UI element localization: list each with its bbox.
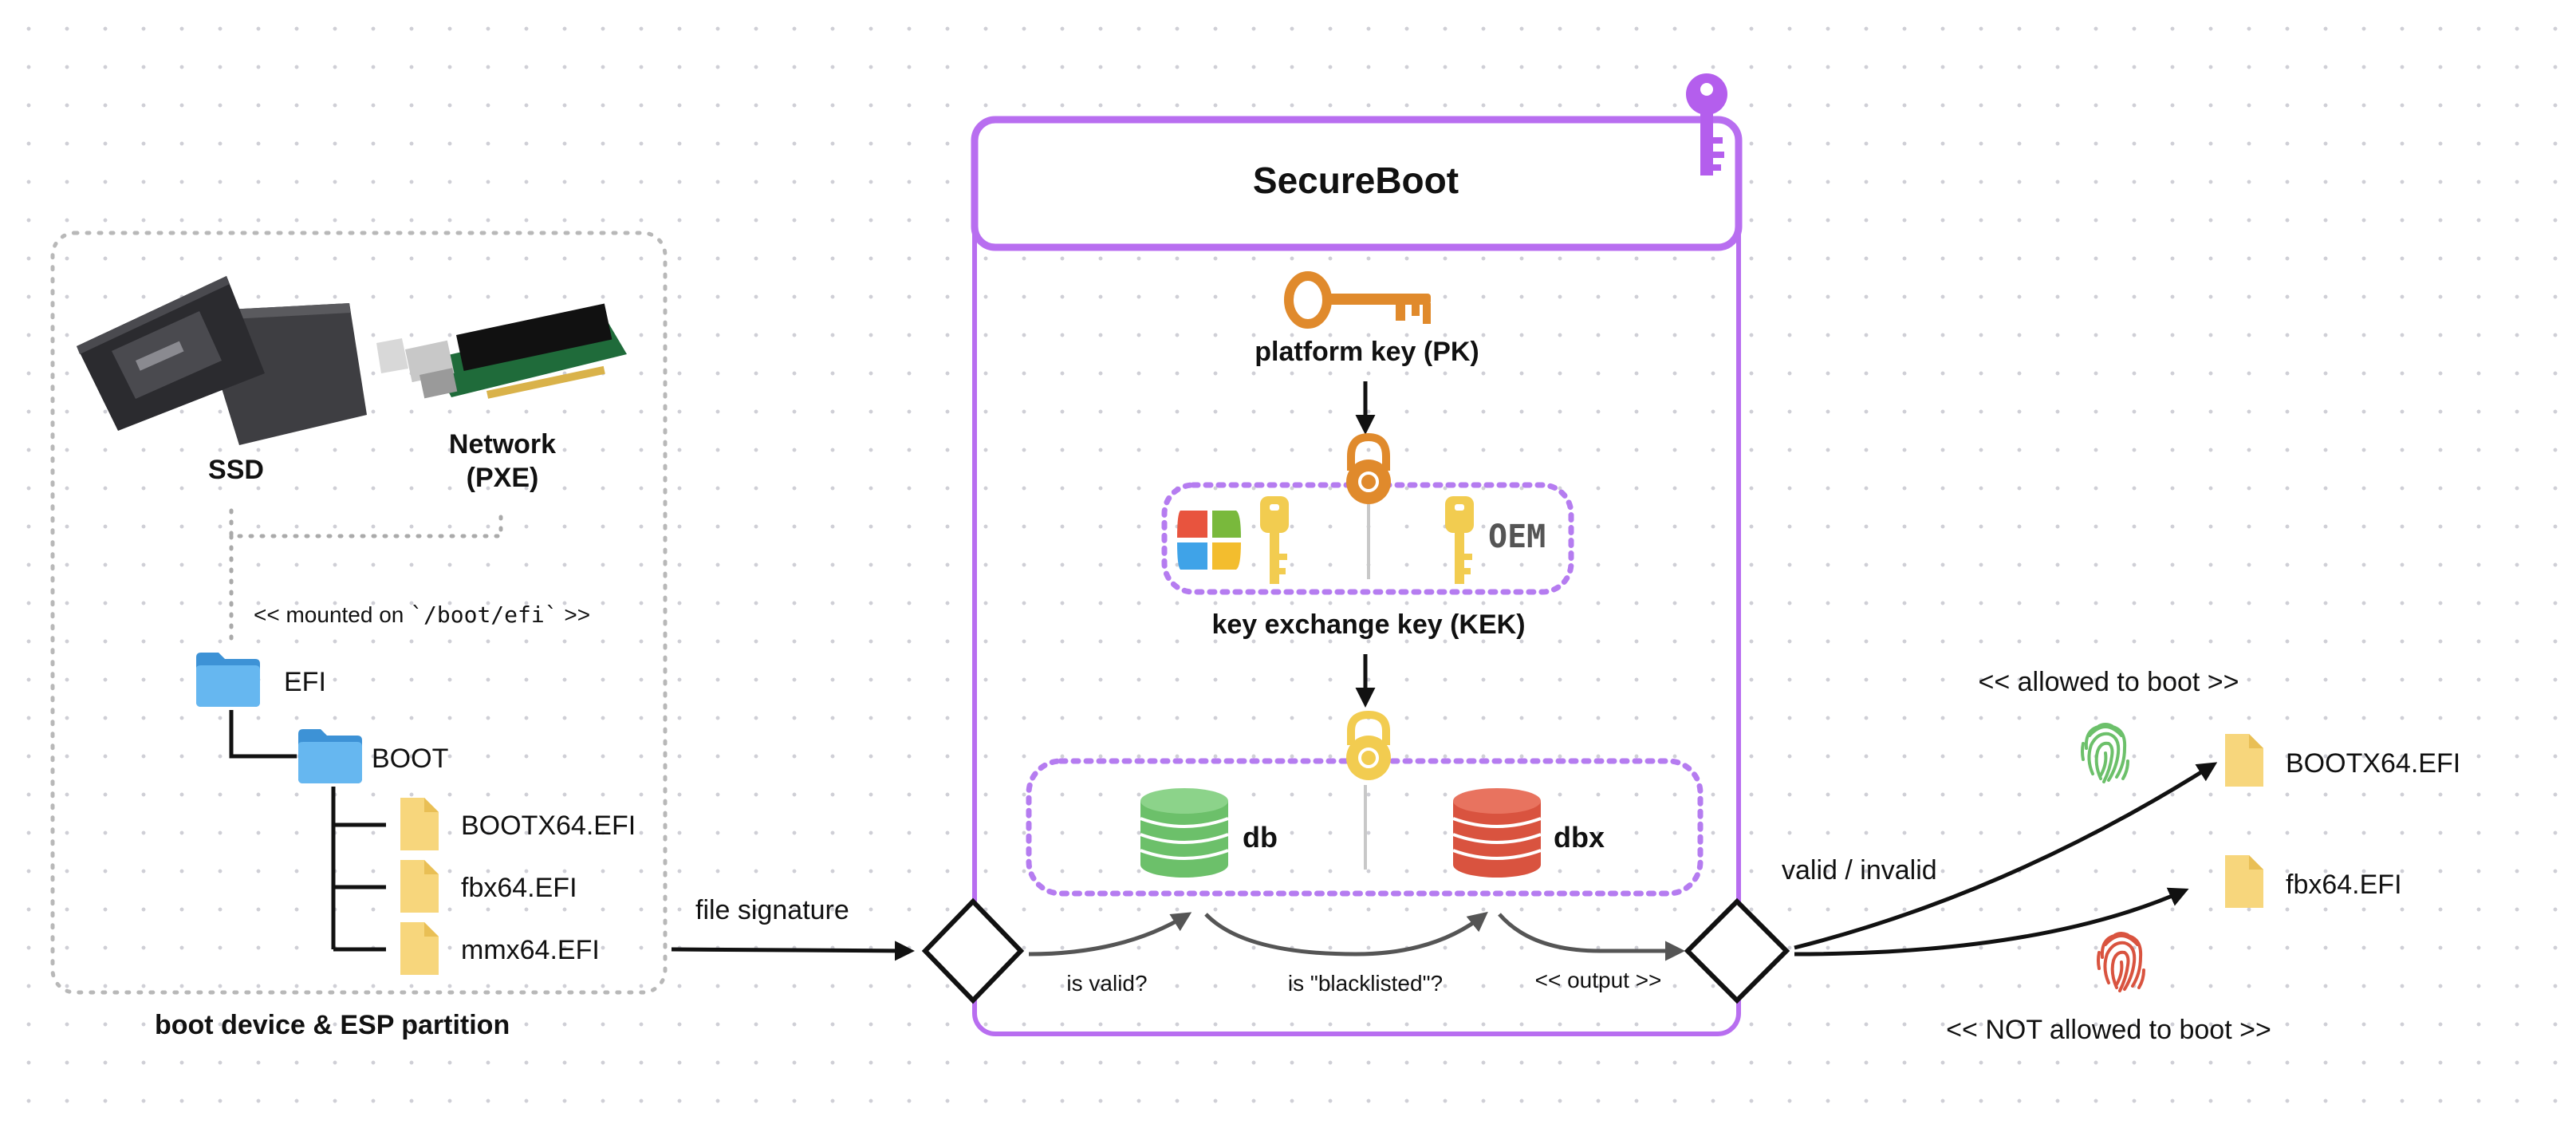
mount-text: << mounted on `/boot/efi` >> [254, 602, 590, 628]
network-label-line2: (PXE) [467, 463, 539, 493]
ssd-label: SSD [208, 455, 264, 485]
padlock-icon [1346, 432, 1391, 504]
oem-label: OEM [1488, 519, 1546, 555]
file-icon[interactable] [400, 798, 439, 850]
allowed-file-label: BOOTX64.EFI [2286, 748, 2460, 779]
file-icon[interactable] [400, 860, 439, 913]
kek-label: key exchange key (KEK) [1211, 609, 1525, 640]
output-label: << output >> [1535, 968, 1662, 992]
file-icon[interactable] [2225, 734, 2263, 787]
blacklisted-label: is "blacklisted"? [1288, 971, 1443, 996]
fingerprint-icon [2081, 723, 2129, 783]
valid-invalid-label: valid / invalid [1782, 855, 1937, 886]
allowed-arrow [1794, 762, 2218, 950]
output-decision-diamond [1684, 897, 1790, 1004]
key-icon [1686, 73, 1727, 176]
secureboot-title: SecureBoot [1253, 160, 1459, 201]
network-label-line1: Network [449, 429, 556, 460]
fingerprint-icon [2097, 932, 2145, 992]
blacklisted-arrow [1204, 911, 1488, 957]
input-decision-diamond [921, 897, 1025, 1004]
not-allowed-to-boot-label: << NOT allowed to boot >> [1946, 1015, 2271, 1045]
secureboot-container [972, 120, 1741, 1036]
file-icon[interactable] [400, 922, 439, 975]
efi-folder-icon[interactable] [196, 653, 260, 707]
tree-line-boot-files [331, 787, 386, 952]
boot-folder-icon[interactable] [298, 729, 362, 783]
is-valid-label: is valid? [1066, 971, 1147, 996]
tree-line-efi-boot [229, 710, 297, 759]
database-icon-db [1140, 788, 1229, 878]
is-valid-arrow [1028, 912, 1192, 957]
boot-device-caption: boot device & ESP partition [155, 1010, 510, 1040]
db-label: db [1243, 821, 1278, 854]
kek-group [1161, 482, 1574, 595]
dbx-label: dbx [1554, 821, 1605, 854]
skeleton-key-icon [1284, 271, 1431, 329]
not-allowed-file-label: fbx64.EFI [2286, 870, 2402, 900]
file-label-mmx64: mmx64.EFI [461, 935, 600, 965]
output-arrow [1498, 913, 1685, 961]
boot-device-group [50, 231, 668, 995]
file-icon[interactable] [2225, 855, 2263, 908]
efi-folder-label: EFI [284, 667, 326, 697]
boot-folder-label: BOOT [372, 744, 448, 774]
padlock-icon [1346, 710, 1391, 780]
ssd-image [77, 276, 367, 445]
file-label-bootx64: BOOTX64.EFI [461, 811, 636, 841]
windows-logo-icon [1177, 511, 1241, 570]
not-allowed-arrow [1794, 887, 2189, 957]
secureboot-title-box [971, 116, 1743, 251]
database-icon-dbx [1452, 788, 1542, 878]
file-signature-arrow [671, 941, 915, 961]
mount-connector [229, 508, 503, 645]
file-label-fbx64: fbx64.EFI [461, 873, 577, 903]
file-signature-label: file signature [695, 895, 849, 925]
network-card-image [376, 303, 627, 399]
allowed-to-boot-label: << allowed to boot >> [1978, 667, 2239, 697]
key-icon [1260, 496, 1289, 584]
platform-key-label: platform key (PK) [1255, 337, 1479, 367]
key-icon [1445, 496, 1474, 584]
